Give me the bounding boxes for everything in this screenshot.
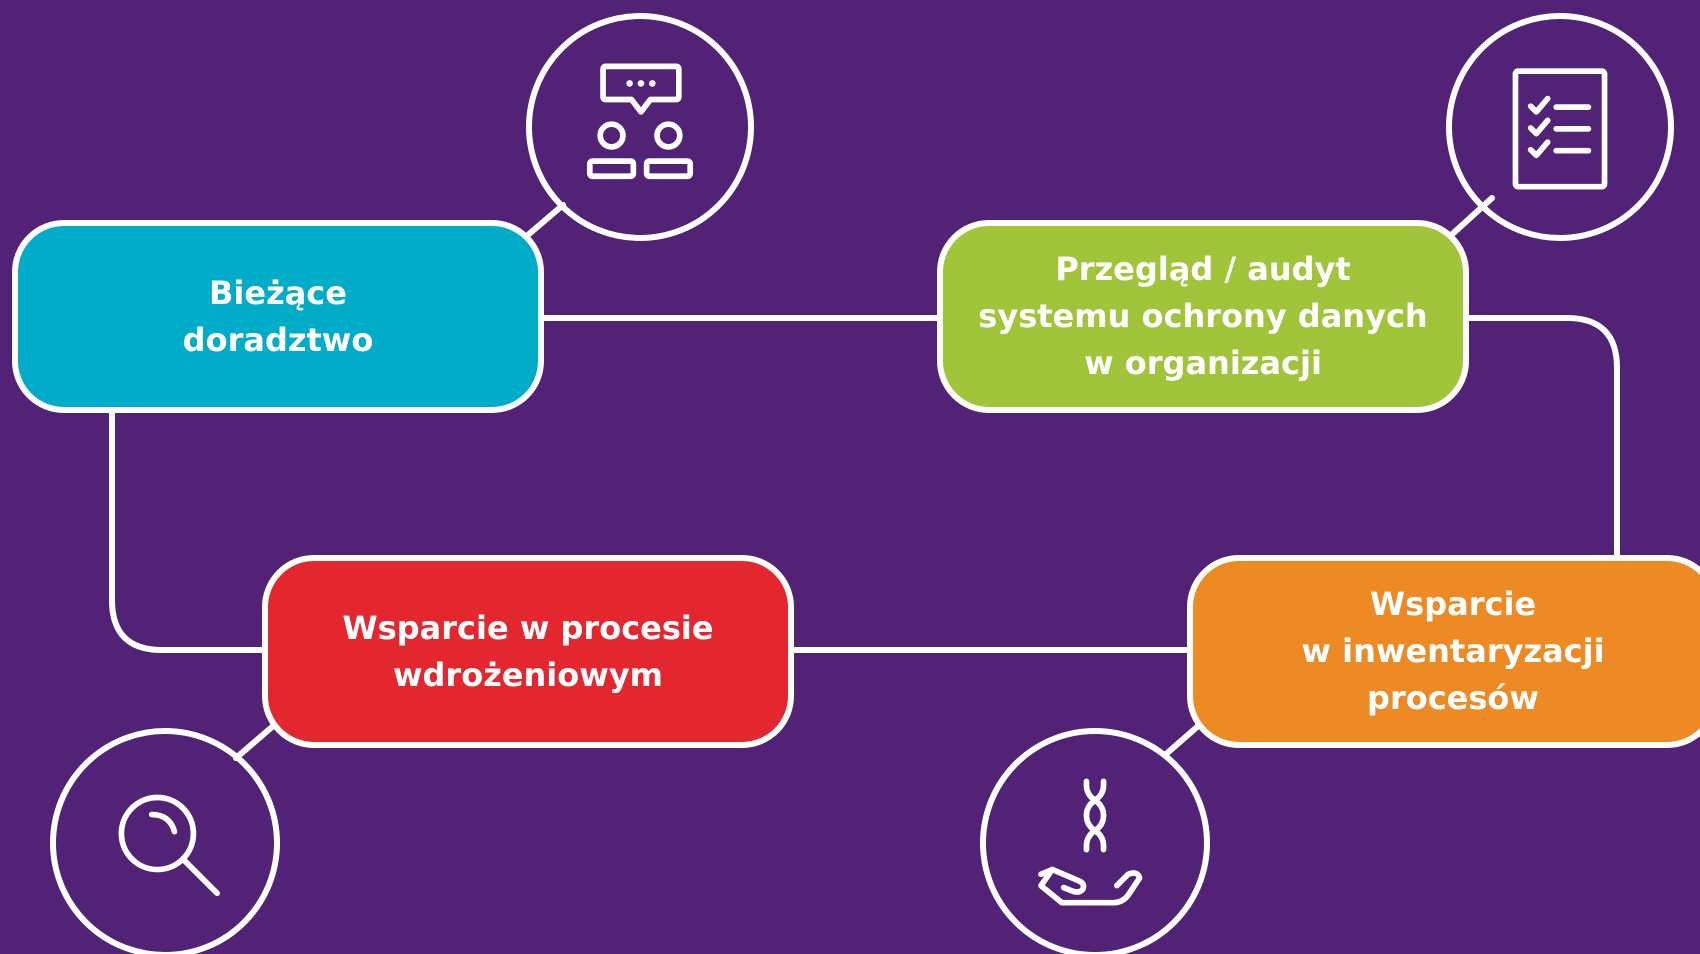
dna-hand-icon — [1038, 778, 1143, 906]
box-przeglad-line2: systemu ochrony danych — [978, 297, 1428, 335]
box-biezace-line1: Bieżące — [209, 273, 347, 312]
box-inwentaryzacja-line2: w inwentaryzacji — [1301, 632, 1605, 670]
box-przeglad-line3: w organizacji — [1084, 344, 1322, 382]
box-wsparcie-wdrozenie: Wsparcie w procesie wdrożeniowym — [262, 555, 794, 748]
box-wsparcie-inwentaryzacja: Wsparcie w inwentaryzacji procesów — [1187, 555, 1700, 748]
search-icon-circle — [50, 728, 280, 954]
connector-biezace-wdrozenie — [109, 405, 268, 653]
checklist-icon — [1512, 68, 1608, 190]
box-wdrozenie-line2: wdrożeniowym — [392, 655, 664, 694]
dna-hand-icon-circle — [980, 728, 1210, 954]
checklist-icon-circle — [1446, 13, 1674, 241]
box-inwentaryzacja-line3: procesów — [1367, 679, 1539, 717]
search-icon — [118, 794, 220, 897]
consultation-icon-circle — [526, 13, 754, 241]
connector-przeglad-inwentaryzacja — [1462, 315, 1620, 561]
stem-consultation — [519, 202, 566, 243]
stem-search — [233, 724, 275, 761]
box-inwentaryzacja-line1: Wsparcie — [1369, 585, 1537, 623]
box-biezace-doradztwo: Bieżące doradztwo — [12, 220, 544, 413]
box-biezace-line2: doradztwo — [182, 320, 374, 359]
box-przeglad-audyt: Przegląd / audyt systemu ochrony danych … — [937, 220, 1469, 413]
box-przeglad-line1: Przegląd / audyt — [1055, 250, 1351, 288]
box-wdrozenie-line1: Wsparcie w procesie — [342, 608, 714, 647]
consultation-icon — [586, 63, 694, 180]
